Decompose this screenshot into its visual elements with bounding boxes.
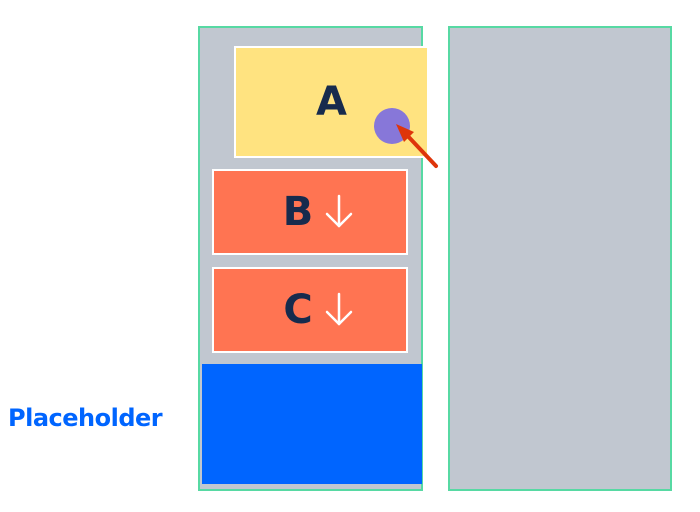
right-column[interactable]	[448, 26, 672, 491]
card-c[interactable]: C	[212, 267, 408, 353]
card-c-label: C	[283, 287, 313, 333]
drop-placeholder	[202, 364, 422, 484]
card-a-label: A	[316, 79, 347, 125]
card-b[interactable]: B	[212, 169, 408, 255]
placeholder-label: Placeholder	[8, 404, 163, 432]
arrow-down-icon	[326, 194, 353, 228]
pointer-arrow-icon	[396, 124, 438, 168]
card-a[interactable]: A	[234, 46, 429, 158]
card-b-label: B	[282, 189, 314, 235]
arrow-down-icon	[325, 292, 352, 326]
